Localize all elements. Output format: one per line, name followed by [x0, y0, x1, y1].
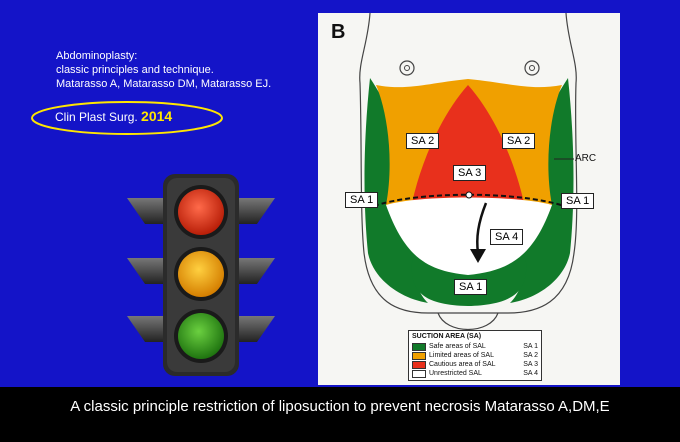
legend-item: Unrestricted SAL SA 4	[412, 369, 538, 378]
arc-label: ARC	[575, 153, 597, 164]
traffic-light-icon	[127, 174, 275, 376]
panel-letter: B	[331, 21, 346, 43]
legend-item: Limited areas of SAL SA 2	[412, 351, 538, 360]
zone-label-sa1-right: SA 1	[561, 193, 595, 209]
legend-label: Safe areas of SAL	[429, 343, 486, 350]
legend: SUCTION AREA (SA) Safe areas of SAL SA 1…	[408, 330, 542, 381]
journal-reference: Clin Plast Surg. 2014	[55, 108, 172, 124]
legend-code: SA 2	[523, 352, 538, 359]
reference-line-2: classic principles and technique.	[56, 64, 214, 76]
journal-year: 2014	[141, 108, 173, 124]
legend-label: Limited areas of SAL	[429, 352, 494, 359]
reference-line-3: Matarasso A, Matarasso DM, Matarasso EJ.	[56, 78, 272, 90]
legend-swatch-cautious	[412, 360, 426, 369]
journal-highlight-ellipse	[31, 101, 223, 135]
zone-label-sa3: SA 3	[453, 165, 487, 181]
video-caption: A classic principle restriction of lipos…	[70, 398, 610, 415]
zone-label-sa1-bottom: SA 1	[454, 279, 488, 295]
zone-label-sa4: SA 4	[490, 229, 524, 245]
zone-label-sa1-left: SA 1	[345, 192, 379, 208]
legend-item: Cautious area of SAL SA 3	[412, 360, 538, 369]
abdominoplasty-diagram: B ARC SA 2 SA 2 SA 3 SA 1 SA 1 SA 4 SA 1…	[318, 13, 620, 385]
zone-label-sa2-right: SA 2	[502, 133, 536, 149]
legend-label: Cautious area of SAL	[429, 361, 496, 368]
legend-code: SA 4	[523, 370, 538, 377]
legend-swatch-unrestricted	[412, 369, 426, 378]
legend-swatch-safe	[412, 342, 426, 351]
legend-title: SUCTION AREA (SA)	[412, 333, 482, 340]
legend-label: Unrestricted SAL	[429, 370, 482, 377]
legend-swatch-limited	[412, 351, 426, 360]
legend-code: SA 3	[523, 361, 538, 368]
reference-citation: Abdominoplasty: classic principles and t…	[56, 49, 271, 91]
zone-label-sa2-left: SA 2	[406, 133, 440, 149]
journal-name: Clin Plast Surg.	[55, 110, 138, 124]
slide: Abdominoplasty: classic principles and t…	[0, 0, 680, 387]
legend-item: Safe areas of SAL SA 1	[412, 342, 538, 351]
reference-line-1: Abdominoplasty:	[56, 50, 138, 62]
legend-code: SA 1	[523, 343, 538, 350]
